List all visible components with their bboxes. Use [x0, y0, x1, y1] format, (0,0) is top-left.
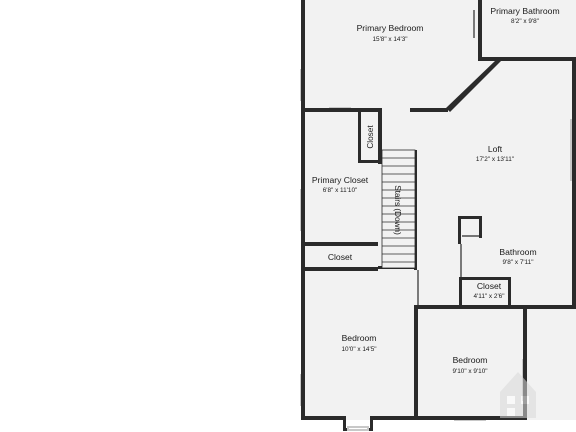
watermark-logo-icon [500, 372, 536, 418]
room-dims: 17'2" x 13'11" [476, 156, 514, 163]
room-name: Closet [328, 252, 353, 262]
room-name: Closet [477, 281, 502, 291]
room-name: Bedroom [342, 333, 377, 343]
room-dims: 10'0" x 14'5" [341, 346, 376, 353]
stair-treads [381, 149, 416, 269]
room-dims: 8'2" x 9'8" [511, 18, 539, 25]
room-bathroom: Bathroom 9'8" x 7'11" [499, 247, 536, 266]
room-name: Stairs (Down) [393, 185, 402, 235]
room-name: Bedroom [453, 355, 488, 365]
room-bedroom-right: Bedroom 9'10" x 9'10" [452, 355, 487, 375]
room-name: Loft [488, 144, 503, 154]
room-name: Primary Closet [312, 175, 369, 185]
room-closet-hall: Closet [328, 252, 353, 262]
room-primary-closet: Primary Closet 6'8" x 11'10" [312, 175, 369, 194]
room-dims: 15'8" x 14'3" [372, 36, 407, 43]
room-dims: 4'11" x 2'6" [473, 293, 504, 300]
floor-area [304, 0, 576, 420]
exterior-walls [301, 0, 576, 420]
entry-bump [343, 416, 373, 431]
room-dims: 6'8" x 11'10" [323, 187, 358, 194]
room-name: Primary Bedroom [357, 23, 424, 33]
room-primary-bathroom: Primary Bathroom 8'2" x 9'8" [490, 6, 559, 25]
room-name: Primary Bathroom [490, 6, 559, 16]
interior-walls [304, 0, 576, 418]
room-dims: 9'8" x 7'11" [502, 259, 533, 266]
room-closet-bath: Closet 4'11" x 2'6" [473, 281, 504, 300]
room-primary-bedroom: Primary Bedroom 15'8" x 14'3" [357, 23, 424, 43]
room-closet-small: Closet [366, 125, 375, 149]
room-dims: 9'10" x 9'10" [452, 368, 487, 375]
room-name: Closet [366, 125, 375, 149]
room-loft: Loft 17'2" x 13'11" [476, 144, 514, 163]
room-stairs: Stairs (Down) [393, 185, 402, 235]
room-name: Bathroom [499, 247, 536, 257]
room-bedroom-left: Bedroom 10'0" x 14'5" [341, 333, 376, 353]
